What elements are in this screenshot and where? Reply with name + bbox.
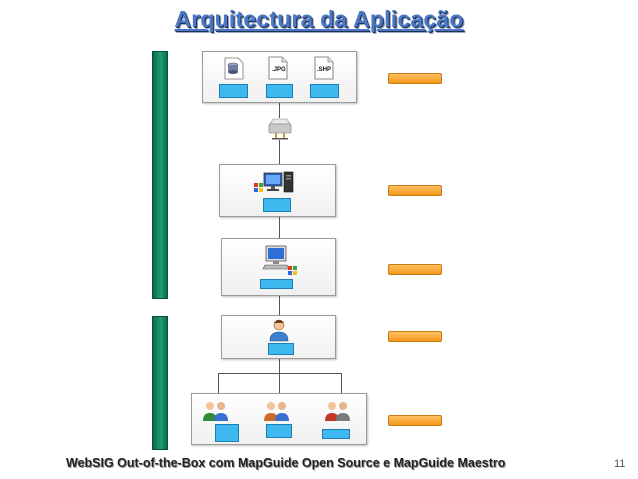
users-group-icon [203, 402, 228, 421]
connector-users-right [341, 373, 342, 397]
tag-admin [268, 343, 294, 355]
workstation-computer-icon [262, 245, 290, 270]
connector-users-left [218, 373, 219, 397]
users-group-icon-3 [325, 402, 350, 421]
svg-text:.SHP: .SHP [317, 67, 331, 73]
connector-users-hbar [218, 373, 342, 374]
tag-users-1 [215, 424, 239, 442]
database-icon [224, 57, 244, 80]
svg-text:.JPG: .JPG [272, 67, 286, 73]
windows-logo-icon-2 [288, 266, 297, 275]
connector-data-disk [279, 103, 280, 118]
disk-drive-icon [268, 118, 292, 140]
tag-raster [266, 84, 293, 98]
tag-database [219, 84, 248, 98]
connector-admin-users [279, 359, 280, 373]
page-number: 11 [614, 458, 626, 470]
windows-logo-icon [254, 183, 263, 192]
connector-disk-server [279, 140, 280, 164]
slide-footer: WebSIG Out-of-the-Box com MapGuide Open … [66, 456, 506, 470]
users-group-icon-2 [264, 402, 289, 421]
client-tier-bar [152, 316, 168, 450]
user-icon [269, 319, 289, 342]
tag-server [263, 198, 291, 212]
tag-vector [310, 84, 339, 98]
orange-label-3 [388, 264, 442, 275]
slide-title: Arquitectura da Aplicação [174, 6, 464, 32]
connector-server-workstation [279, 217, 280, 238]
tag-workstation [260, 279, 293, 289]
connector-workstation-admin [279, 296, 280, 315]
orange-label-5 [388, 415, 442, 426]
tag-users-2 [266, 424, 292, 438]
shp-file-icon: .SHP [314, 56, 334, 80]
jpg-file-icon: .JPG [268, 56, 288, 80]
tag-users-3 [322, 429, 350, 439]
server-tier-bar [152, 51, 168, 299]
connector-users-mid [279, 373, 280, 397]
orange-label-2 [388, 185, 442, 196]
orange-label-1 [388, 73, 442, 84]
orange-label-4 [388, 331, 442, 342]
server-computer-icon [263, 171, 294, 193]
